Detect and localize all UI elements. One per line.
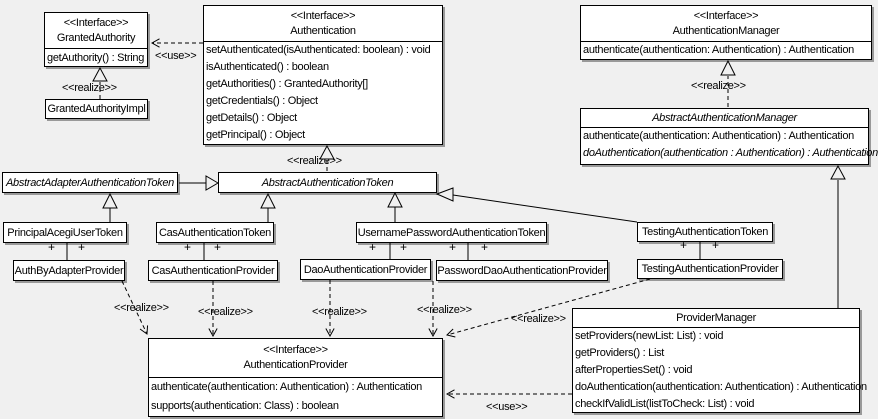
method-line: authenticate(authentication: Authenticat… [583, 130, 854, 142]
class-principal-acegi-user-token: PrincipalAcegiUserToken [3, 222, 127, 243]
class-title: AuthenticationManager [672, 25, 780, 37]
class-abstract-adapter-authentication-token: AbstractAdapterAuthenticationToken [2, 172, 178, 193]
class-title: GrantedAuthorityImpl [47, 103, 146, 115]
edge-label-realize: <<realize>> [417, 304, 472, 316]
class-cas-authentication-token: CasAuthenticationToken [156, 222, 274, 243]
assoc-plus: + [481, 240, 488, 254]
class-dao-authentication-provider: DaoAuthenticationProvider [300, 259, 431, 280]
assoc-plus: + [48, 240, 55, 254]
class-title: TestingAuthenticationToken [641, 226, 769, 238]
class-abstract-authentication-manager: AbstractAuthenticationManager authentica… [580, 108, 878, 165]
class-testing-authentication-token: TestingAuthenticationToken [637, 222, 773, 242]
method-line: getAuthorities() : GrantedAuthority[] [206, 78, 368, 90]
class-provider-manager: ProviderManager setProviders(newList: Li… [572, 308, 867, 413]
assoc-plus: + [712, 238, 719, 252]
edge-label-use: <<use>> [155, 50, 197, 62]
class-granted-authority-impl: GrantedAuthorityImpl [45, 99, 148, 119]
edge-label-realize: <<realize>> [62, 82, 117, 94]
class-title: ProviderManager [676, 312, 756, 324]
method-line: doAuthentication(authentication : Authen… [583, 147, 878, 159]
class-authentication: <<Interface>> Authentication setAuthenti… [203, 5, 443, 145]
class-username-password-authentication-token: UsernamePasswordAuthenticationToken [356, 222, 547, 243]
class-password-dao-authentication-provider: PasswordDaoAuthenticationProvider [436, 260, 608, 281]
edge-label-realize: <<realize>> [114, 302, 169, 314]
class-title: CasAuthenticationProvider [151, 264, 275, 277]
assoc-plus: + [78, 240, 85, 254]
class-title: TestingAuthenticationProvider [641, 263, 779, 275]
class-cas-authentication-provider: CasAuthenticationProvider [148, 260, 278, 281]
generalization-adapter-token [179, 175, 219, 191]
assoc-plus: + [369, 240, 376, 254]
method-line: supports(authentication: Class) : boolea… [151, 400, 339, 412]
class-abstract-authentication-token: AbstractAuthenticationToken [218, 172, 437, 193]
method-line: afterPropertiesSet() : void [575, 364, 693, 376]
method-line: doAuthentication(authentication: Authent… [575, 381, 867, 393]
generalization-principal-token [102, 192, 118, 222]
class-title: AuthByAdapterProvider [14, 264, 124, 277]
class-title: AuthenticationProvider [243, 359, 348, 371]
assoc-plus: + [449, 240, 456, 254]
generalization-usernamepassword-token [387, 191, 403, 222]
class-stereotype: <<Interface>> [63, 17, 129, 29]
class-auth-by-adapter-provider: AuthByAdapterProvider [13, 260, 125, 281]
class-stereotype: <<Interface>> [263, 344, 328, 356]
class-title: GrantedAuthority [56, 32, 136, 44]
class-title: PrincipalAcegiUserToken [7, 226, 123, 239]
assoc-plus: + [214, 240, 221, 254]
class-title: DaoAuthenticationProvider [303, 263, 428, 276]
method-line: getAuthority() : String [47, 52, 145, 64]
class-title: PasswordDaoAuthenticationProvider [437, 264, 607, 277]
class-testing-authentication-provider: TestingAuthenticationProvider [637, 259, 783, 279]
generalization-cas-token [260, 192, 276, 222]
method-line: getDetails() : Object [206, 112, 297, 124]
assoc-plus: + [184, 240, 191, 254]
class-granted-authority: <<Interface>> GrantedAuthority getAuthor… [44, 12, 148, 67]
class-title: CasAuthenticationToken [158, 226, 272, 239]
class-title: UsernamePasswordAuthenticationToken [357, 226, 546, 239]
method-line: getPrincipal() : Object [206, 129, 305, 141]
method-line: setProviders(newList: List) : void [575, 330, 724, 342]
edge-label-realize: <<realize>> [691, 80, 746, 92]
assoc-plus: + [680, 238, 687, 252]
edge-label-use: <<use>> [486, 401, 528, 413]
generalization-providermanager [830, 164, 846, 308]
assoc-plus: + [400, 240, 407, 254]
class-stereotype: <<Interface>> [693, 10, 759, 22]
method-line: isAuthenticated() : boolean [206, 61, 329, 73]
method-line: getCredentials() : Object [206, 95, 318, 107]
method-line: authenticate(authentication: Authenticat… [583, 44, 854, 56]
edge-label-realize: <<realize>> [511, 313, 566, 325]
method-line: getProviders() : List [575, 347, 665, 359]
class-title: AbstractAdapterAuthenticationToken [6, 176, 174, 189]
edge-label-realize: <<realize>> [287, 155, 342, 167]
method-line: checkIfValidList(listToCheck: List) : vo… [575, 398, 755, 410]
method-line: setAuthenticated(isAuthenticated: boolea… [206, 44, 431, 56]
generalization-testing-token [435, 187, 638, 223]
class-title: AbstractAuthenticationToken [261, 176, 394, 189]
class-authentication-provider: <<Interface>> AuthenticationProvider aut… [148, 338, 443, 417]
edge-label-realize: <<realize>> [312, 306, 367, 318]
class-title: Authentication [290, 25, 356, 37]
class-stereotype: <<Interface>> [290, 10, 356, 22]
class-title: AbstractAuthenticationManager [652, 112, 797, 124]
method-line: authenticate(authentication: Authenticat… [151, 381, 422, 393]
association-token-provider [66, 242, 701, 260]
edge-label-realize: <<realize>> [198, 306, 253, 318]
class-authentication-manager: <<Interface>> AuthenticationManager auth… [580, 5, 872, 60]
